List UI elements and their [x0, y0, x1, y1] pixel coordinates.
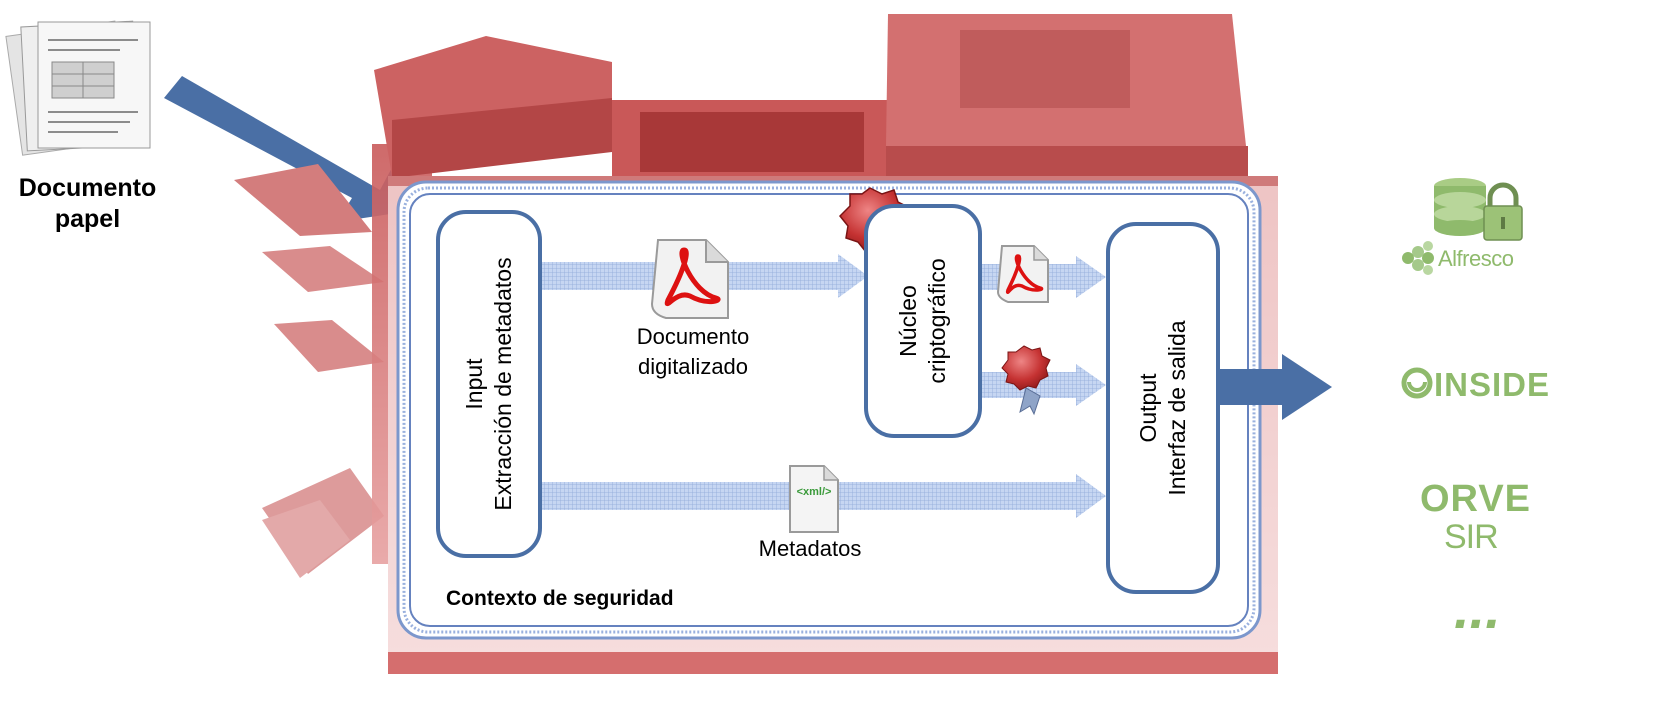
crypto-box-label: Núcleo criptográfico: [894, 258, 952, 383]
paper-label-line1: Documento: [18, 174, 157, 202]
paper-documents-icon: [5, 20, 151, 156]
inside-logo-text: INSIDE: [1434, 366, 1551, 403]
input-box-line2: Extracción de metadatos: [490, 257, 516, 511]
inside-logo-icon: [1401, 367, 1433, 399]
alfresco-logo-text: Alfresco: [1438, 246, 1514, 271]
more-logos-ellipsis: ...: [1454, 577, 1501, 640]
pdf-small-icon: [996, 245, 1049, 303]
paper-label-line2: papel: [54, 205, 121, 233]
sir-logo-text: SIR: [1444, 518, 1499, 556]
alfresco-database-lock-icon: [1434, 178, 1523, 241]
output-box-line2: Interfaz de salida: [1164, 320, 1190, 496]
crypto-core-box: Núcleo criptográfico: [864, 204, 982, 438]
output-interface-box: Output Interfaz de salida: [1106, 222, 1220, 594]
security-context-label: Contexto de seguridad: [446, 587, 674, 610]
digitized-document-label: Documento digitalizado: [606, 322, 780, 382]
xml-document-icon: [789, 465, 839, 533]
xml-icon-text: <xml/>: [796, 486, 832, 498]
paper-document-label: Documento papel: [0, 173, 175, 235]
metadata-label: Metadatos: [758, 536, 862, 561]
input-metadata-extraction-box: Input Extracción de metadatos: [436, 210, 542, 558]
pdf-document-icon: [650, 239, 729, 319]
crypto-box-line2: criptográfico: [924, 258, 950, 384]
output-arrow: [1218, 354, 1332, 420]
input-box-line1: Input: [461, 358, 487, 410]
output-box-label: Output Interfaz de salida: [1134, 320, 1192, 495]
crypto-box-line1: Núcleo: [895, 285, 921, 357]
digitized-line2: digitalizado: [637, 354, 749, 379]
input-arrow: [164, 76, 395, 222]
wax-seal-small-icon: [1001, 345, 1051, 416]
digitized-line1: Documento: [636, 324, 750, 349]
alfresco-flower-icon: [1402, 241, 1434, 275]
input-box-label: Input Extracción de metadatos: [460, 257, 518, 510]
output-box-line1: Output: [1135, 373, 1161, 443]
orve-logo-text: ORVE: [1420, 478, 1532, 520]
